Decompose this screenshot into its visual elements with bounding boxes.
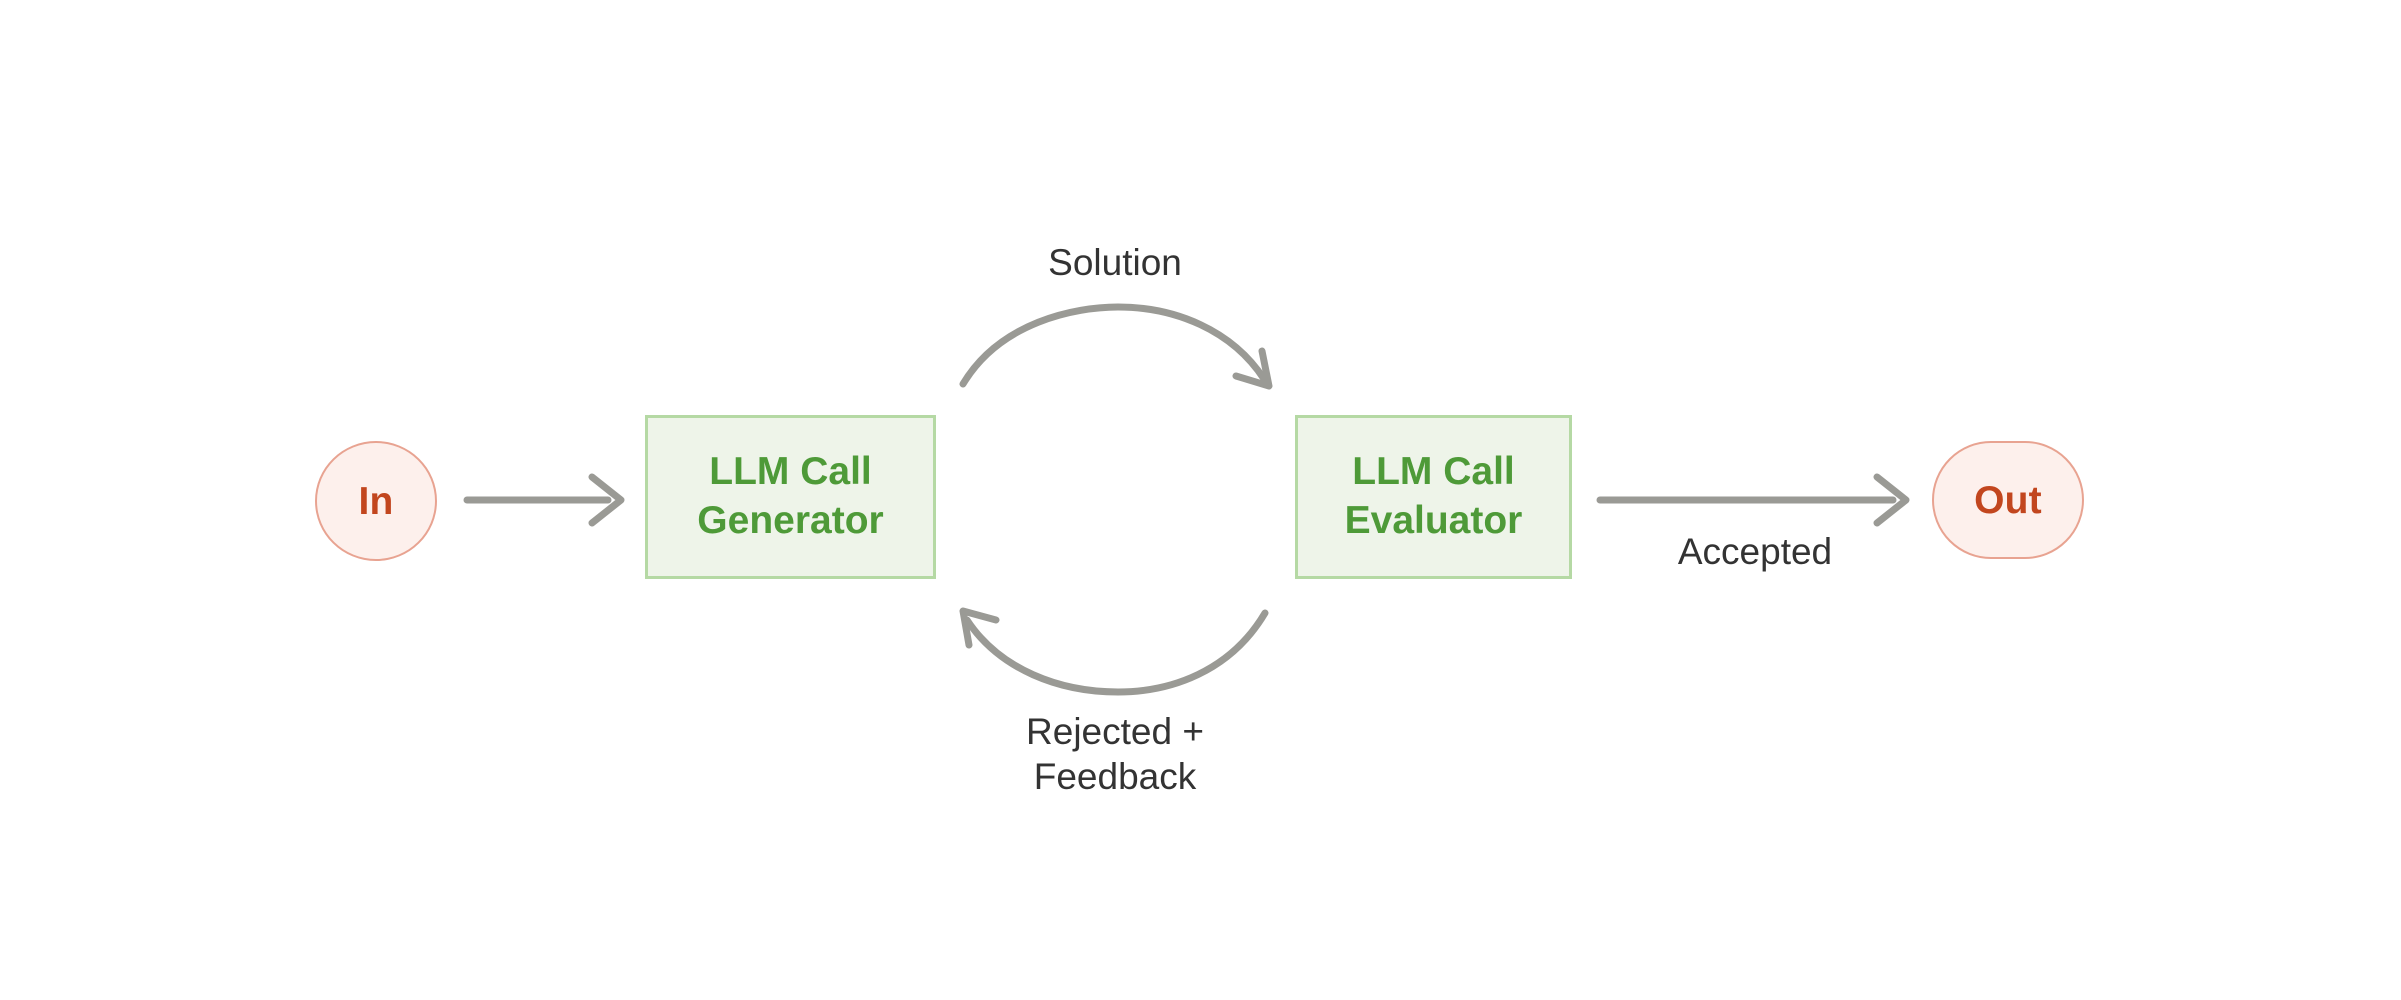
arrowhead-right-icon (1873, 473, 1910, 527)
node-generator-label-line-2: Generator (697, 499, 884, 542)
node-evaluator-label-line-2: Evaluator (1344, 499, 1523, 542)
node-evaluator-label-line-1: LLM Call (1352, 450, 1515, 494)
edge-arc-under (963, 609, 1269, 696)
edge-label-solution: Solution (1048, 242, 1182, 283)
edge-evaluator-to-generator (959, 607, 1269, 696)
node-llm-call-evaluator[interactable]: LLM Call Evaluator (1295, 415, 1572, 579)
arrowhead-up-left-icon (959, 607, 1000, 649)
node-in[interactable]: In (315, 441, 437, 561)
edge-arc-over (959, 303, 1268, 388)
edge-in-to-generator (463, 473, 625, 527)
node-generator-label-line-1: LLM Call (709, 450, 872, 494)
node-llm-call-generator[interactable]: LLM Call Generator (645, 415, 936, 579)
node-in-label: In (358, 479, 394, 523)
arrowhead-down-right-icon (1232, 347, 1273, 390)
edge-label-rejected-feedback: Rejected + Feedback (1026, 711, 1204, 798)
edge-generator-to-evaluator (959, 303, 1273, 390)
edge-evaluator-to-out (1596, 473, 1910, 527)
edge-label-accepted: Accepted (1677, 531, 1833, 572)
node-out[interactable]: Out (1932, 441, 2084, 559)
node-out-label: Out (1974, 478, 2042, 522)
arrowhead-right-icon (588, 473, 625, 527)
